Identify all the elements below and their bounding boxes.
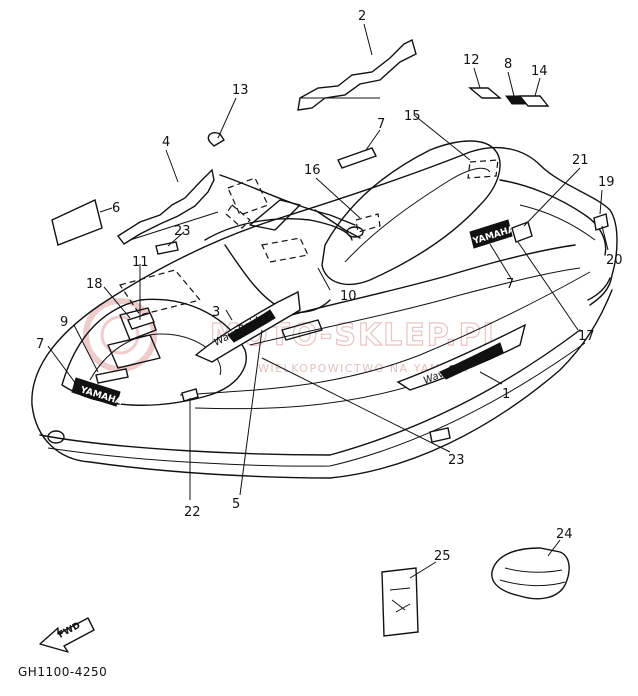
drawing-code: GH1100-4250 bbox=[18, 665, 107, 679]
callout-17: 17 bbox=[578, 329, 595, 344]
callout-19: 19 bbox=[598, 175, 615, 190]
callout-22: 21 bbox=[572, 153, 589, 168]
callout-9: 9 bbox=[60, 315, 68, 330]
callout-labels: 2 12 8 14 13 15 7 4 21 16 19 6 23 11 7 2… bbox=[36, 9, 623, 564]
callout-5: 5 bbox=[232, 497, 240, 512]
decal-2 bbox=[297, 38, 417, 111]
callout-11: 11 bbox=[132, 255, 149, 270]
callout-14: 14 bbox=[531, 64, 548, 79]
callout-6: 6 bbox=[112, 201, 120, 216]
watermark: MOTO-SKLEP.PL WIELKOPOWICTWO NA YAMAHA bbox=[83, 298, 502, 375]
callout-13: 13 bbox=[232, 83, 249, 98]
callout-20: 20 bbox=[606, 253, 623, 268]
decal-13 bbox=[207, 132, 225, 147]
callout-23-lower: 23 bbox=[448, 453, 465, 468]
callout-12: 12 bbox=[463, 53, 480, 68]
callout-25: 25 bbox=[434, 549, 451, 564]
decal-waveraider-front: WaveRaider bbox=[194, 290, 301, 363]
callout-23-upper: 23 bbox=[174, 224, 191, 239]
callout-7-hood: 7 bbox=[36, 337, 44, 352]
callout-7-top: 7 bbox=[377, 117, 385, 132]
fwd-arrow-icon: FWD bbox=[39, 617, 95, 653]
decal-6 bbox=[51, 199, 103, 246]
callout-8: 8 bbox=[504, 57, 512, 72]
decal-19 bbox=[593, 213, 609, 231]
decal-placement-outlines bbox=[119, 159, 499, 316]
decal-9 bbox=[95, 368, 129, 384]
callout-21: 22 bbox=[184, 505, 201, 520]
decal-23-upper bbox=[155, 241, 179, 255]
decal-22 bbox=[511, 221, 533, 243]
leader-lines bbox=[47, 23, 609, 579]
decal-18 bbox=[127, 312, 155, 330]
callout-1: 1 bbox=[502, 387, 510, 402]
decal-code bbox=[281, 319, 323, 341]
callout-24: 24 bbox=[556, 527, 573, 542]
watercraft-hull bbox=[31, 140, 618, 479]
callout-7-side: 7 bbox=[506, 277, 514, 292]
callout-18: 18 bbox=[86, 277, 103, 292]
decal-12 bbox=[468, 87, 502, 99]
callout-10: 10 bbox=[340, 289, 357, 304]
decal-4-edge bbox=[129, 211, 219, 241]
watermark-subtitle: WIELKOPOWICTWO NA YAMAHA bbox=[258, 362, 469, 375]
decal-14 bbox=[518, 95, 550, 107]
callout-4: 4 bbox=[162, 135, 170, 150]
part-24-cover bbox=[491, 547, 570, 600]
decal-21 bbox=[181, 388, 199, 402]
part-25-manual bbox=[381, 567, 419, 637]
decal-23-lower bbox=[429, 427, 451, 443]
callout-15: 15 bbox=[404, 109, 421, 124]
decal-16 bbox=[337, 147, 377, 169]
callout-16: 16 bbox=[304, 163, 321, 178]
decal-4 bbox=[116, 168, 215, 245]
decal-yamaha-side: YAMAHA bbox=[469, 219, 516, 249]
callout-2: 2 bbox=[358, 9, 366, 24]
callout-3: 3 bbox=[212, 305, 220, 320]
